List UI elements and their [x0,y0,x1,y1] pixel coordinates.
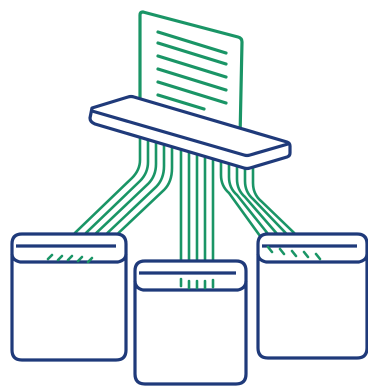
database-center-icon [135,261,246,384]
database-left-icon [12,234,126,360]
database-right-icon [258,234,367,358]
